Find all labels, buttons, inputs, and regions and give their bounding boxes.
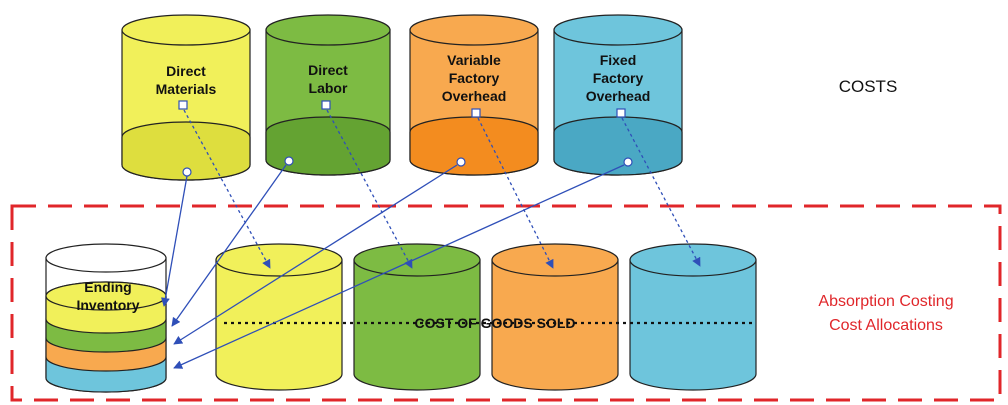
cogs-direct-labor-body xyxy=(353,259,481,391)
direct-labor-port xyxy=(284,156,294,166)
absorption-costing-label: Absorption Costing xyxy=(818,293,953,310)
cogs-direct-materials-top xyxy=(215,243,343,277)
cogs-fixed-overhead-cylinder xyxy=(629,243,757,391)
variable-factory-overhead-fill-surface xyxy=(409,116,539,176)
ending-inventory-label-line-2: Inventory xyxy=(76,297,139,313)
fixed-factory-overhead-anchor xyxy=(616,108,626,118)
ending-inventory-label-line-1: Ending xyxy=(84,279,131,295)
ending-inventory-cylinder: Ending Inventory xyxy=(45,243,167,393)
cost-source-cylinders: Direct Materials Direct Labor Variable F… xyxy=(121,14,683,181)
fixed-factory-overhead-label-line-1: Fixed xyxy=(600,52,637,68)
cogs-direct-labor-top xyxy=(353,243,481,277)
direct-labor-top xyxy=(265,14,391,46)
allocation-arrows xyxy=(160,109,701,369)
arrow-fixed-overhead-to-cogs xyxy=(621,117,701,267)
variable-factory-overhead-label-line-2: Factory xyxy=(449,70,500,86)
direct-materials-cylinder: Direct Materials xyxy=(121,14,251,181)
cost-allocations-label: Cost Allocations xyxy=(829,317,943,334)
direct-labor-label-line-1: Direct xyxy=(308,62,348,78)
direct-materials-label-line-1: Direct xyxy=(166,63,206,79)
direct-materials-top xyxy=(121,14,251,46)
costs-label: COSTS xyxy=(839,77,898,96)
cogs-label: COST OF GOODS SOLD xyxy=(414,315,575,331)
arrow-fixed-overhead-to-inventory xyxy=(173,164,625,369)
variable-factory-overhead-cylinder: Variable Factory Overhead xyxy=(409,14,539,176)
absorption-costing-boundary xyxy=(10,204,1002,402)
cogs-fixed-overhead-body xyxy=(629,259,757,391)
variable-factory-overhead-label-line-1: Variable xyxy=(447,52,501,68)
cogs-cylinders xyxy=(215,243,757,391)
direct-labor-fill-surface xyxy=(265,116,391,176)
fixed-factory-overhead-top xyxy=(553,14,683,46)
variable-factory-overhead-label-line-3: Overhead xyxy=(442,88,507,104)
cogs-variable-overhead-top xyxy=(491,243,619,277)
direct-materials-label-line-2: Materials xyxy=(156,81,217,97)
ending-inventory-top xyxy=(45,243,167,273)
direct-materials-fill-surface xyxy=(121,121,251,181)
fixed-factory-overhead-label-line-3: Overhead xyxy=(586,88,651,104)
cogs-variable-overhead-body xyxy=(491,259,619,391)
arrow-variable-overhead-to-cogs xyxy=(477,117,554,269)
direct-labor-label-line-2: Labor xyxy=(309,80,348,96)
cogs-direct-labor-cylinder xyxy=(353,243,481,391)
cogs-variable-overhead-cylinder xyxy=(491,243,619,391)
arrow-variable-overhead-to-inventory xyxy=(173,164,458,345)
variable-factory-overhead-anchor xyxy=(471,108,481,118)
fixed-factory-overhead-fill-surface xyxy=(553,116,683,176)
arrow-direct-materials-to-inventory xyxy=(160,175,188,307)
cogs-fixed-overhead-top xyxy=(629,243,757,277)
arrow-direct-labor-to-inventory xyxy=(171,164,287,327)
fixed-factory-overhead-label-line-2: Factory xyxy=(593,70,644,86)
cogs-direct-materials-body xyxy=(215,259,343,391)
direct-materials-anchor xyxy=(178,100,188,110)
variable-factory-overhead-top xyxy=(409,14,539,46)
direct-labor-anchor xyxy=(321,100,331,110)
fixed-factory-overhead-port xyxy=(623,157,633,167)
fixed-factory-overhead-cylinder: Fixed Factory Overhead xyxy=(553,14,683,176)
variable-factory-overhead-port xyxy=(456,157,466,167)
direct-labor-cylinder: Direct Labor xyxy=(265,14,391,176)
cogs-direct-materials-cylinder xyxy=(215,243,343,391)
direct-materials-port xyxy=(182,167,192,177)
